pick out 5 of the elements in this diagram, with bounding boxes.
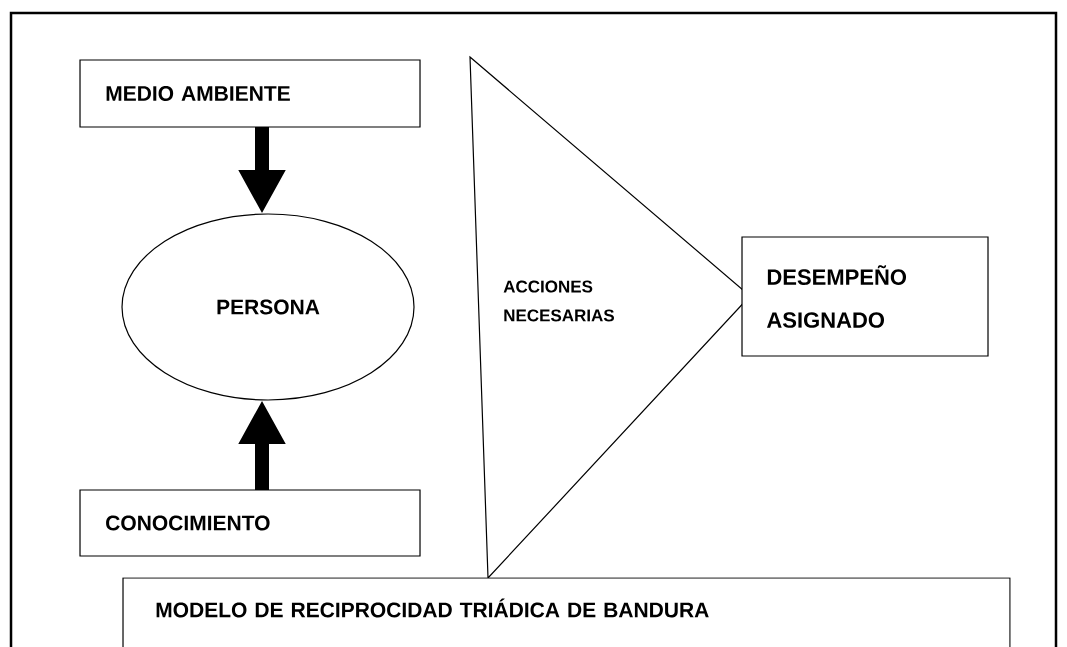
text-box: MEDIO AMBIENTE (79, 59, 421, 128)
ellipse-node: PERSONA (121, 213, 415, 401)
text-box: CONOCIMIENTO (79, 489, 421, 557)
text-box: MODELO DE RECIPROCIDAD TRIÁDICA DE BANDURA (122, 577, 1011, 647)
text-box: DESEMPEÑO ASIGNADO (741, 236, 989, 357)
